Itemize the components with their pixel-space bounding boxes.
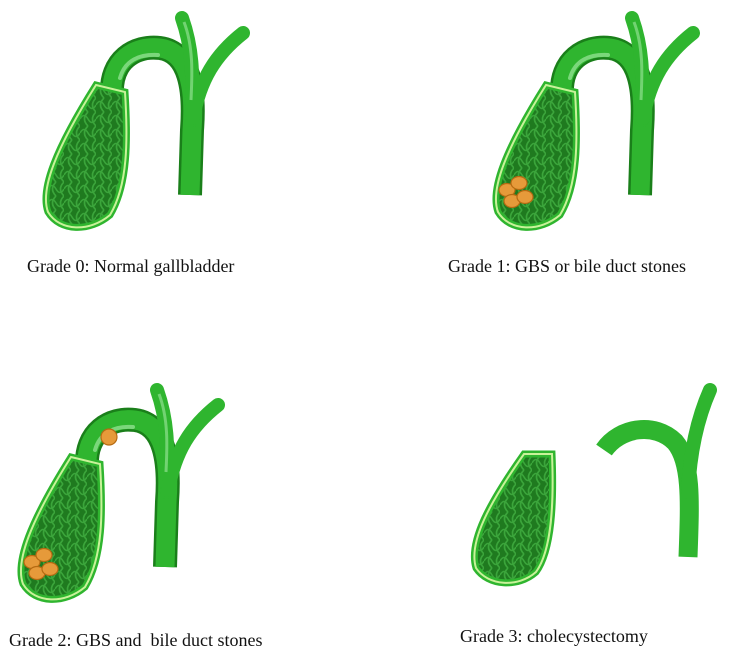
caption-grade-2: Grade 2: GBS and bile duct stones	[9, 630, 262, 650]
gallstone	[36, 549, 52, 562]
panel-grade-1	[496, 18, 693, 227]
gallstone	[511, 177, 527, 190]
right-hepatic-duct	[643, 33, 693, 118]
panel-grade-2	[21, 390, 218, 599]
right-hepatic-duct	[168, 405, 218, 490]
caption-grade-1: Grade 1: GBS or bile duct stones	[448, 256, 686, 276]
panel-grade-3	[474, 390, 710, 583]
gallstone	[42, 563, 58, 576]
bile-duct-stone	[101, 429, 117, 445]
panel-grade-0	[46, 18, 243, 227]
remaining-right-hepatic-duct	[688, 390, 710, 492]
gallstone	[517, 191, 533, 204]
remaining-bile-duct	[604, 430, 689, 557]
caption-grade-0: Grade 0: Normal gallbladder	[27, 256, 234, 276]
right-hepatic-duct	[193, 33, 243, 118]
caption-grade-3: Grade 3: cholecystectomy	[460, 626, 648, 646]
